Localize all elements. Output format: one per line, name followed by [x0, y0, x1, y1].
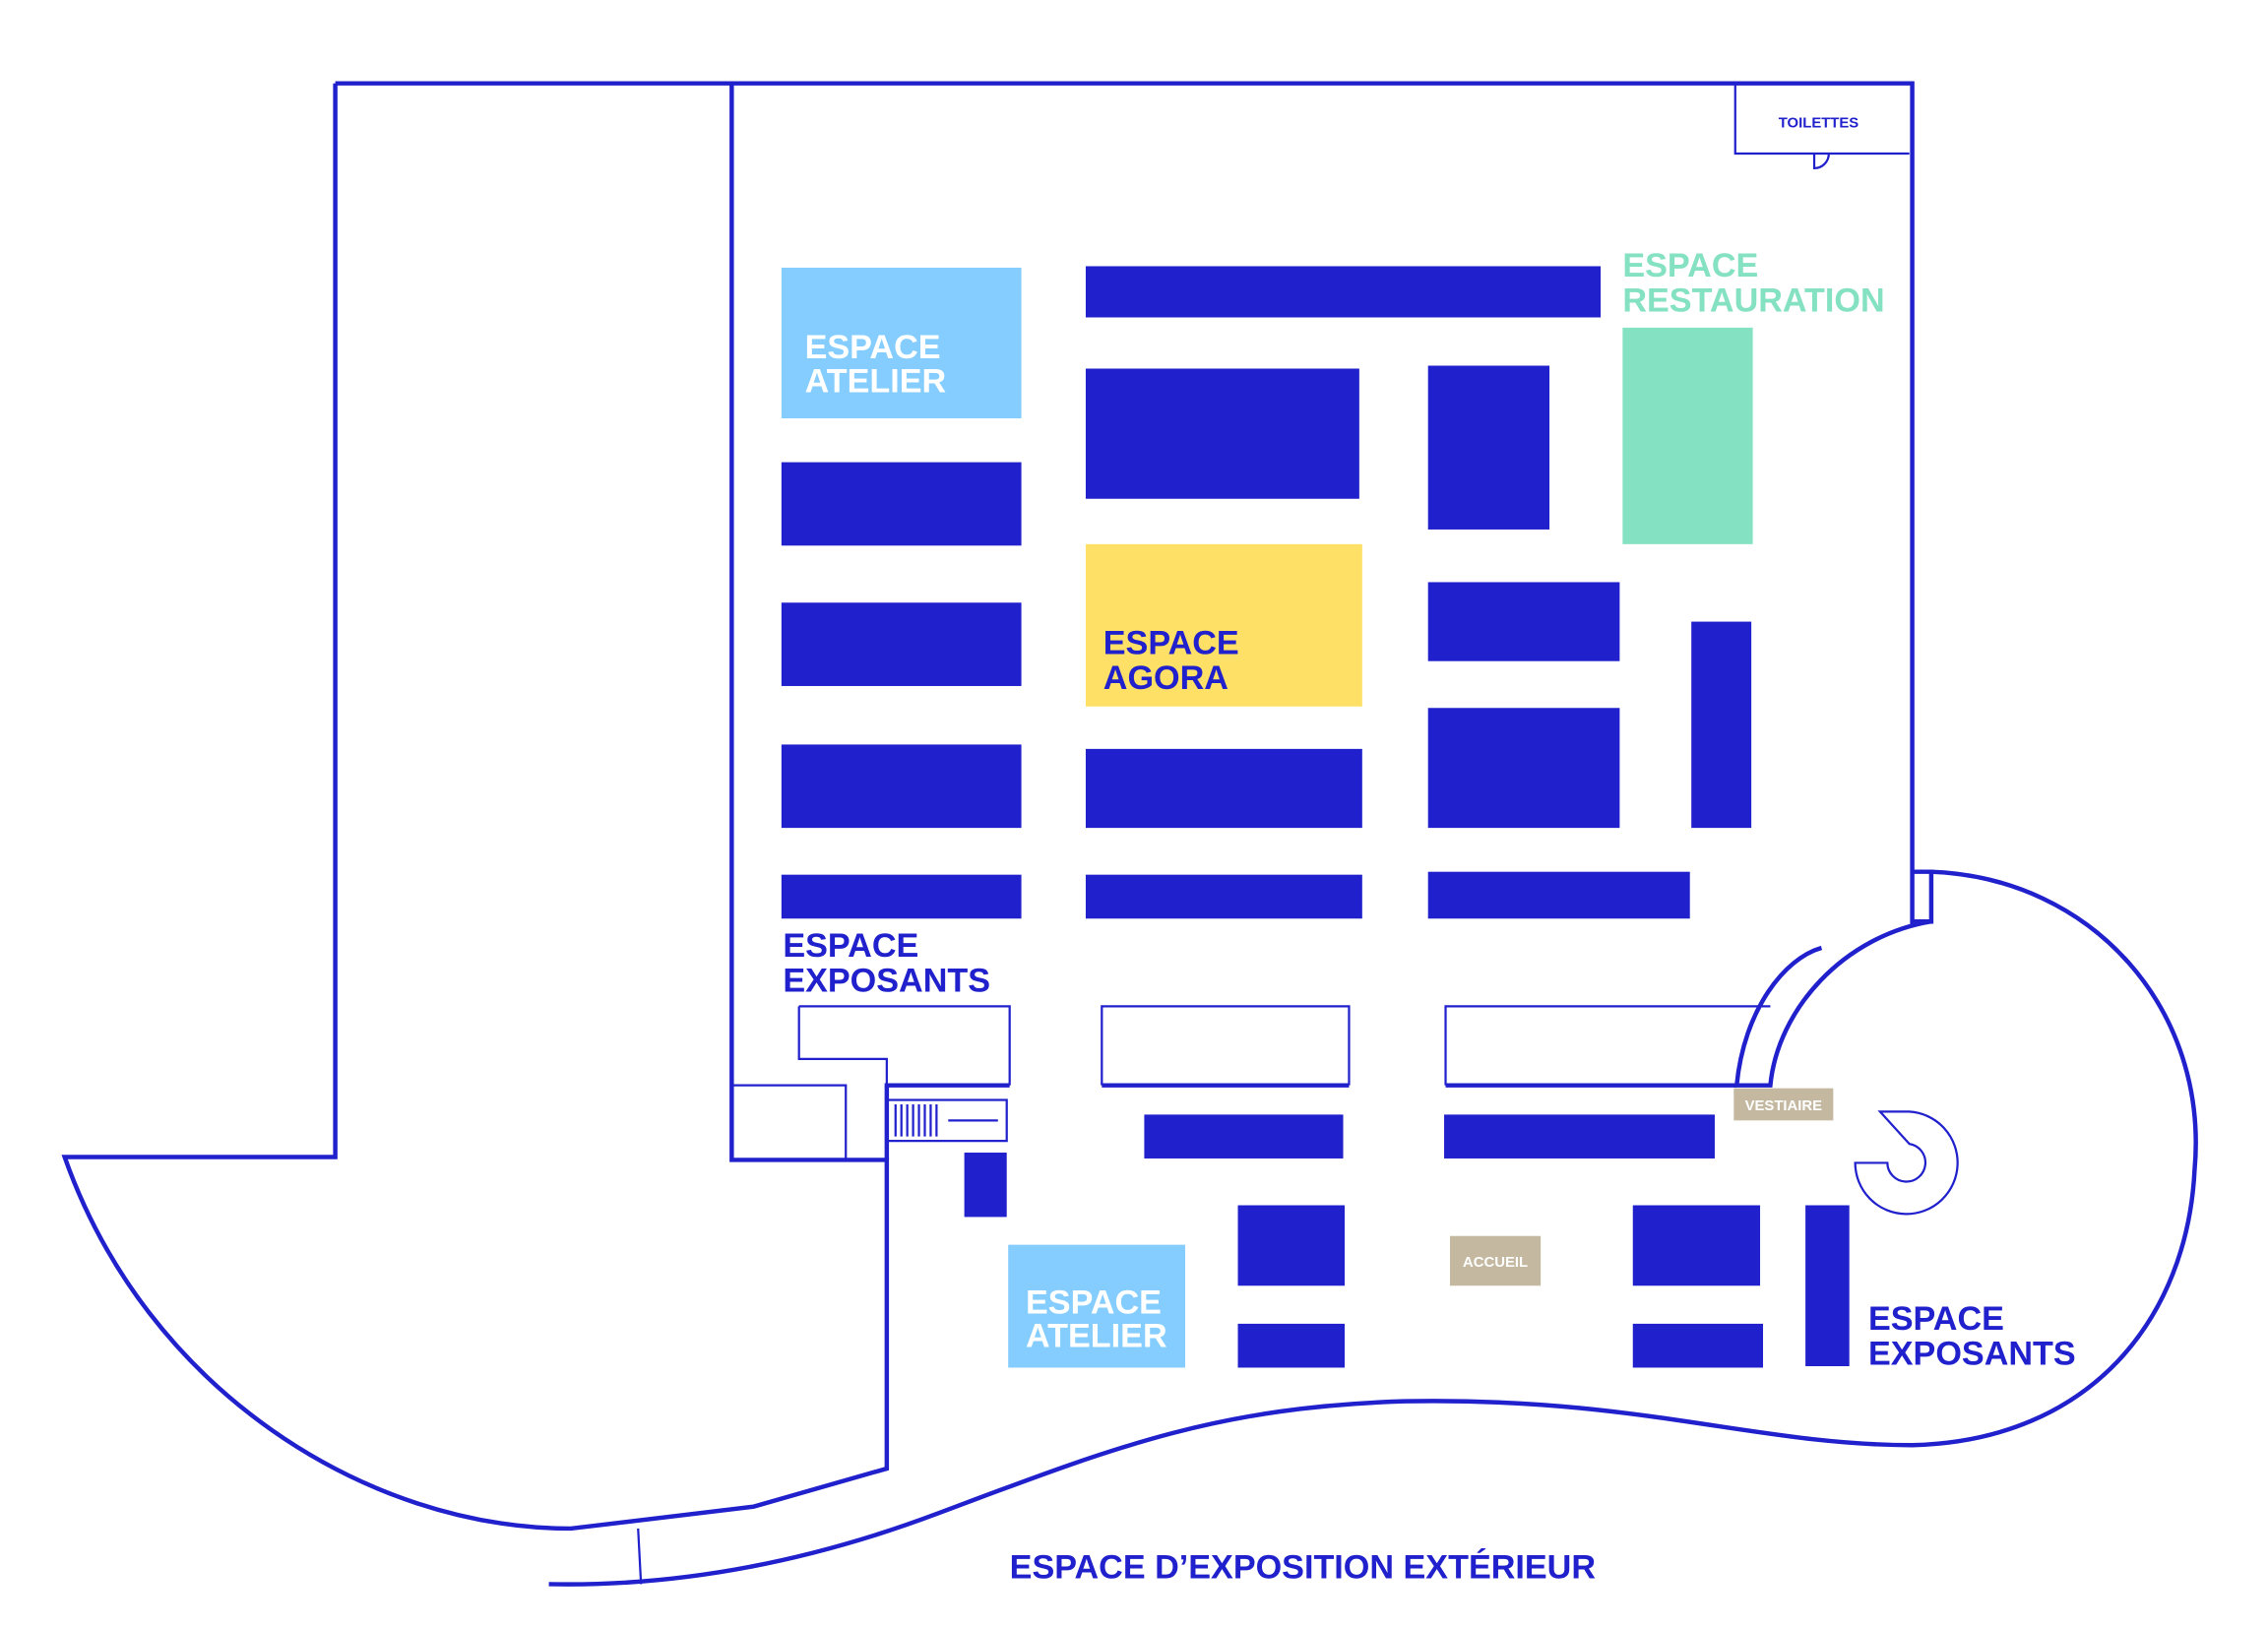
atelier2-label-2: ATELIER	[1026, 1318, 1167, 1355]
zone-atelier-2[interactable]	[1008, 1244, 1186, 1368]
stand[interactable]	[1427, 582, 1620, 661]
zone-vestiaire[interactable]	[1733, 1088, 1834, 1121]
stand[interactable]	[1085, 874, 1362, 919]
zone-accueil[interactable]	[1449, 1235, 1542, 1286]
exposants1-label-2: EXPOSANTS	[783, 963, 990, 1000]
exterieur-label: ESPACE D’EXPOSITION EXTÉRIEUR	[1010, 1546, 1596, 1586]
stand[interactable]	[1085, 368, 1359, 499]
restauration-label-2: RESTAURATION	[1622, 282, 1884, 320]
zone-restauration[interactable]	[1622, 327, 1753, 544]
vestiaire-label: VESTIAIRE	[1745, 1098, 1823, 1114]
stand[interactable]	[1444, 1114, 1715, 1158]
stand[interactable]	[781, 462, 1022, 546]
atelier2-label-1: ESPACE	[1026, 1284, 1162, 1321]
stand[interactable]	[781, 602, 1022, 686]
stand[interactable]	[1427, 871, 1690, 919]
stand[interactable]	[1632, 1323, 1764, 1368]
stand[interactable]	[1427, 365, 1550, 530]
atelier1-label-2: ATELIER	[805, 362, 947, 400]
stand[interactable]	[781, 744, 1022, 829]
stand[interactable]	[1085, 748, 1362, 829]
accueil-label: ACCUEIL	[1463, 1255, 1528, 1271]
stand[interactable]	[1085, 266, 1602, 318]
building-walls	[61, 81, 2198, 1587]
stand[interactable]	[1144, 1114, 1344, 1158]
stand[interactable]	[781, 874, 1022, 919]
stand[interactable]	[1237, 1323, 1345, 1368]
stand[interactable]	[1805, 1205, 1850, 1366]
exposants2-label-2: EXPOSANTS	[1868, 1336, 2076, 1373]
stand[interactable]	[1632, 1205, 1761, 1286]
stand[interactable]	[964, 1153, 1007, 1218]
zone-agora[interactable]	[1085, 543, 1362, 707]
restauration-label-1: ESPACE	[1622, 247, 1758, 284]
atelier1-label-1: ESPACE	[805, 329, 941, 366]
agora-label-1: ESPACE	[1103, 624, 1239, 661]
stand[interactable]	[1237, 1205, 1345, 1286]
stand[interactable]	[1691, 621, 1752, 829]
exposants2-label-1: ESPACE	[1868, 1300, 2004, 1338]
stand[interactable]	[1427, 708, 1620, 829]
stands	[781, 266, 1850, 1368]
toilettes-label: TOILETTES	[1779, 115, 1859, 131]
exposants1-label-1: ESPACE	[783, 927, 918, 965]
agora-label-2: AGORA	[1103, 659, 1228, 697]
zone-atelier-1[interactable]	[781, 267, 1022, 419]
